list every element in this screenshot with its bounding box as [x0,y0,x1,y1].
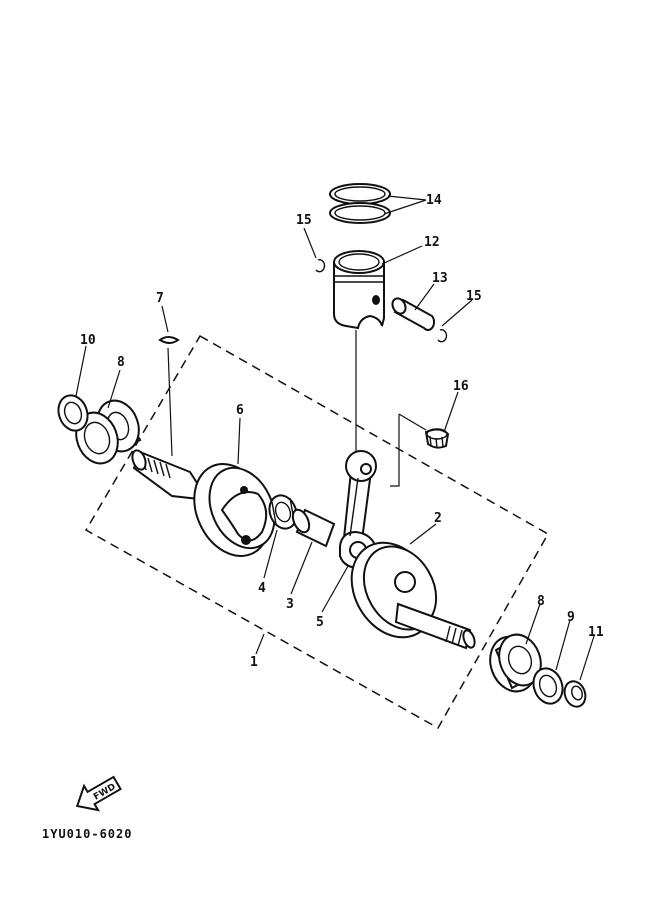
callout-2: 2 [434,511,442,526]
callout-8-left: 8 [117,355,125,370]
oil-seal-right[interactable] [529,664,568,707]
figure-code: 1YU010-6020 [42,827,132,841]
alignment-lines [167,330,427,487]
crank-pin-bearing[interactable] [265,492,301,533]
small-end-bearing[interactable] [424,428,450,449]
crankshaft-assembly-boundary [84,334,550,730]
crank-web-left[interactable] [130,449,287,569]
callout-10: 10 [80,333,96,348]
callout-11: 11 [588,625,604,640]
callout-5: 5 [316,615,324,630]
callout-3: 3 [286,597,294,612]
woodruff-key[interactable] [158,336,180,344]
callout-4: 4 [258,581,266,596]
callout-7: 7 [156,291,164,306]
callout-8-right: 8 [537,594,545,609]
callout-15-right: 15 [466,289,482,304]
callout-6: 6 [236,403,244,418]
forward-direction-arrow: FWD [75,775,122,812]
piston-pin[interactable] [390,296,436,331]
crank-collar[interactable] [561,678,589,709]
callout-12: 12 [424,235,440,250]
piston-pin-clip-right[interactable] [437,329,448,343]
leader-lines [75,195,595,681]
callout-13: 13 [432,271,448,286]
callout-16: 16 [453,379,469,394]
crank-web-right[interactable] [335,528,477,653]
callout-14: 14 [426,193,442,208]
piston-pin-clip-left[interactable] [315,259,326,273]
oil-seal-left[interactable] [54,391,93,434]
piston[interactable] [333,250,385,330]
piston-rings[interactable] [329,183,391,224]
callout-9: 9 [567,610,575,625]
crank-pin[interactable] [290,507,336,548]
callout-1: 1 [250,655,258,670]
callout-15-left: 15 [296,213,312,228]
